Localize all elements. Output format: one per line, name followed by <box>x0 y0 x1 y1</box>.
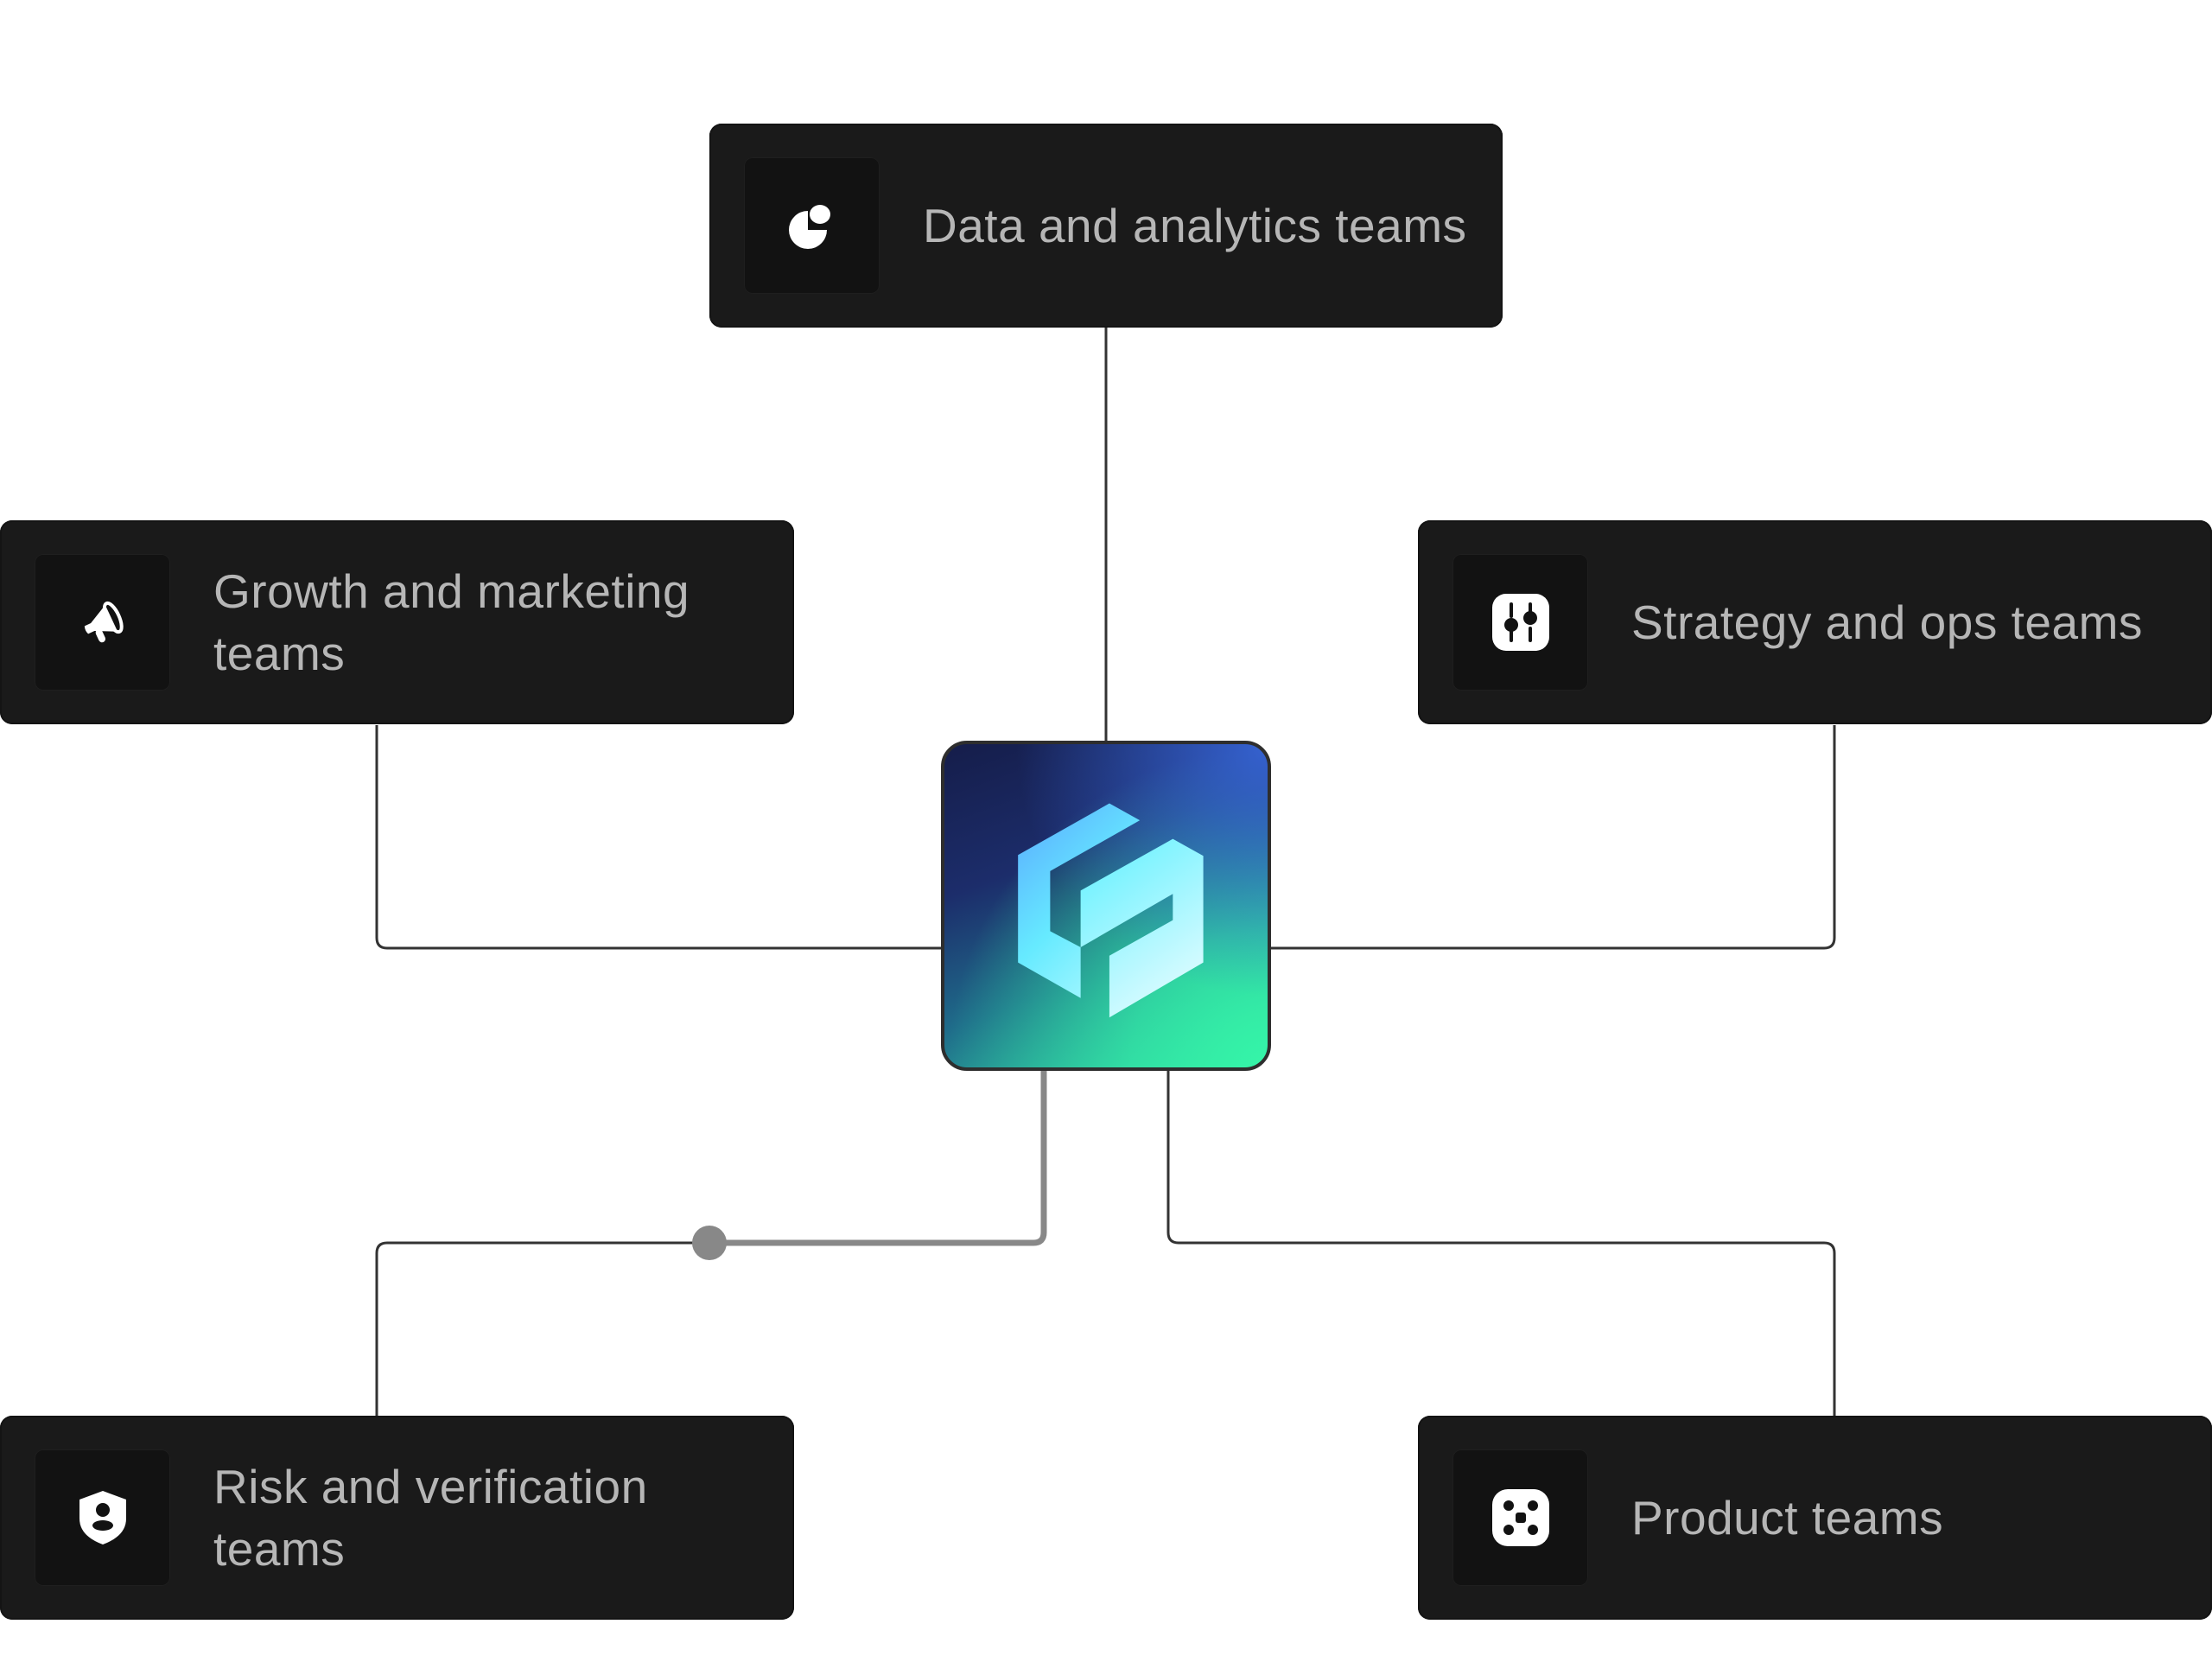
node-label: Risk and verification teams <box>213 1460 648 1576</box>
icon-tile <box>1452 554 1588 691</box>
node-risk-verification[interactable]: Risk and verification teams <box>0 1416 794 1620</box>
icon-tile <box>35 554 170 691</box>
connector-risk-active <box>709 1071 1047 1246</box>
icon-tile <box>1452 1449 1588 1586</box>
node-growth-marketing[interactable]: Growth and marketing teams <box>0 520 794 724</box>
hexagon-logo-icon <box>1018 803 1204 1018</box>
node-label: Growth and marketing teams <box>213 564 690 680</box>
connector-strategy <box>1270 725 1836 950</box>
node-label: Strategy and ops teams <box>1631 595 2143 649</box>
node-product[interactable]: Product teams <box>1418 1416 2212 1620</box>
connector-product <box>1166 1071 1836 1416</box>
connector-progress-dot[interactable] <box>692 1226 727 1260</box>
sliders-icon <box>1491 594 1549 651</box>
connector-risk <box>375 1241 709 1416</box>
node-data-analytics[interactable]: Data and analytics teams <box>709 124 1503 328</box>
node-label: Data and analytics teams <box>923 199 1467 252</box>
icon-tile <box>744 157 880 294</box>
dice-icon <box>1491 1489 1549 1546</box>
connector-growth <box>375 725 941 950</box>
platform-logo[interactable] <box>941 741 1271 1071</box>
shield-user-icon <box>79 1491 126 1544</box>
node-strategy-ops[interactable]: Strategy and ops teams <box>1418 520 2212 724</box>
megaphone-icon <box>84 601 124 643</box>
node-label: Product teams <box>1631 1491 1944 1544</box>
icon-tile <box>35 1449 170 1586</box>
pie-chart-icon <box>788 205 830 249</box>
